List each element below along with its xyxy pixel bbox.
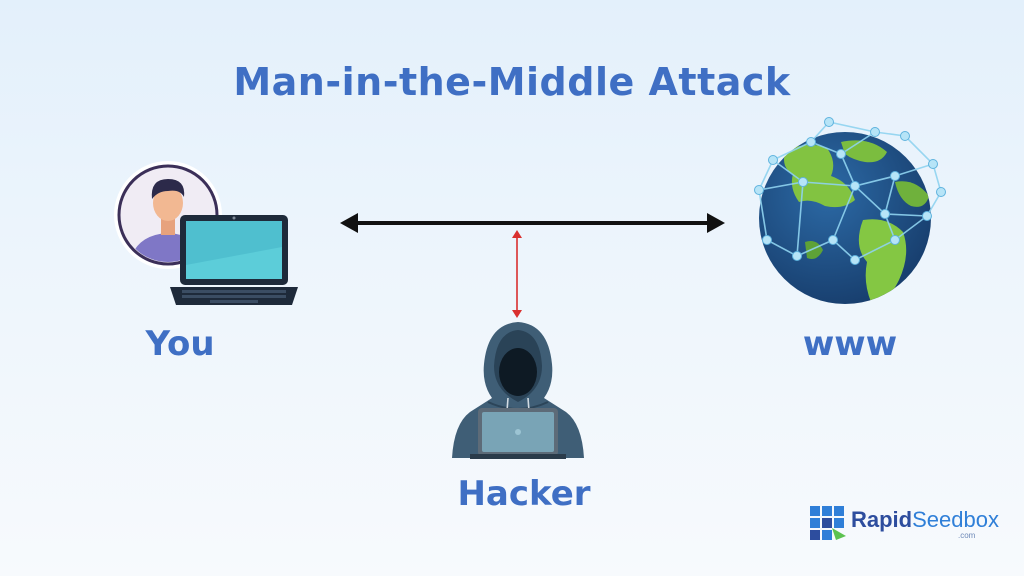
brand-suffix: .com bbox=[958, 531, 976, 540]
rapidseedbox-logo-icon bbox=[810, 506, 846, 540]
brand-name-bold: Rapid bbox=[851, 507, 913, 532]
www-label: www bbox=[802, 324, 898, 364]
hacker-icon bbox=[452, 322, 584, 459]
you-label: You bbox=[145, 324, 215, 364]
diagram-title: Man-in-the-Middle Attack bbox=[233, 60, 791, 104]
brand-name: RapidSeedbox bbox=[851, 507, 999, 533]
intercept-arrow bbox=[512, 230, 522, 318]
brand-name-light: Seedbox bbox=[912, 507, 999, 532]
globe-icon bbox=[754, 117, 946, 304]
laptop-icon bbox=[170, 215, 298, 305]
hacker-label: Hacker bbox=[457, 474, 591, 514]
connection-arrow bbox=[340, 213, 725, 233]
user-illustration bbox=[114, 161, 298, 305]
